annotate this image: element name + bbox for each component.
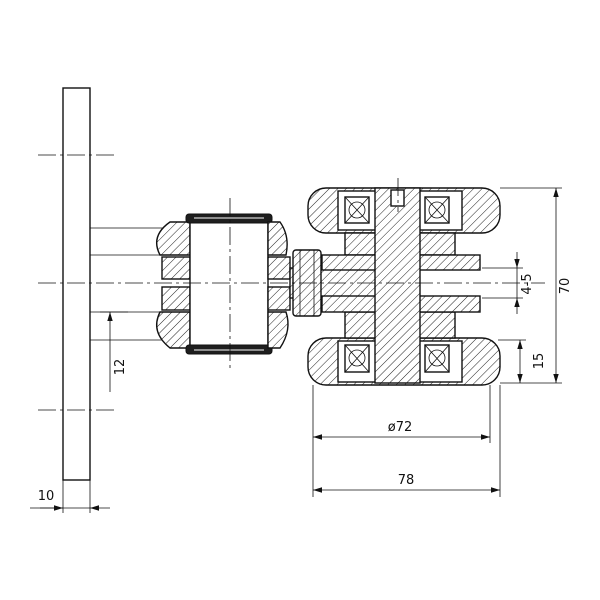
roller-housing-right	[267, 221, 291, 349]
housing-left-top	[156, 221, 191, 256]
housing-right-bottom	[267, 311, 289, 349]
dimension-label: 12	[113, 359, 128, 376]
dimension-78: 78	[313, 385, 501, 497]
housing-right-top	[267, 221, 288, 256]
bearing-upper-right	[424, 196, 450, 224]
housing-left-mid-lower	[161, 286, 191, 311]
vertical-pin	[374, 187, 421, 384]
bearing-ball	[428, 201, 446, 219]
bearing-lower-right	[424, 344, 450, 373]
bearing-cross	[344, 196, 370, 224]
central-roller	[189, 221, 269, 349]
wall-plate	[62, 87, 91, 481]
dimension-diameter-72: ø72	[312, 385, 491, 497]
dimension-label: 4-5	[520, 273, 535, 294]
bearing-cross	[344, 344, 370, 373]
dimension-label: 10	[38, 489, 55, 504]
dimension-70: 70	[500, 187, 573, 384]
roller-housing-left	[156, 221, 191, 349]
bearing-ball	[348, 201, 366, 219]
wheel-assembly	[307, 178, 501, 386]
bearing-ball	[348, 349, 366, 367]
dimension-label: 15	[532, 353, 547, 370]
dimension-4-5: 4-5	[482, 252, 535, 314]
dimension-label: 78	[398, 473, 415, 488]
bearing-ball	[428, 349, 446, 367]
bearing-lower-left	[344, 344, 370, 373]
housing-right-mid-lower	[267, 286, 291, 311]
housing-left-mid-upper	[161, 256, 191, 280]
dimension-15: 15	[498, 339, 547, 383]
bearing-upper-left	[344, 196, 370, 224]
bearing-cross	[424, 196, 450, 224]
dimension-label: ø72	[388, 420, 413, 435]
housing-left-bottom	[156, 311, 191, 349]
dimension-12: 12	[100, 311, 128, 392]
pin-slot	[390, 189, 405, 207]
dimension-10: 10	[30, 480, 110, 513]
housing-right-mid-upper	[267, 256, 291, 280]
dimension-label: 70	[558, 278, 573, 295]
bearing-cross	[424, 344, 450, 373]
